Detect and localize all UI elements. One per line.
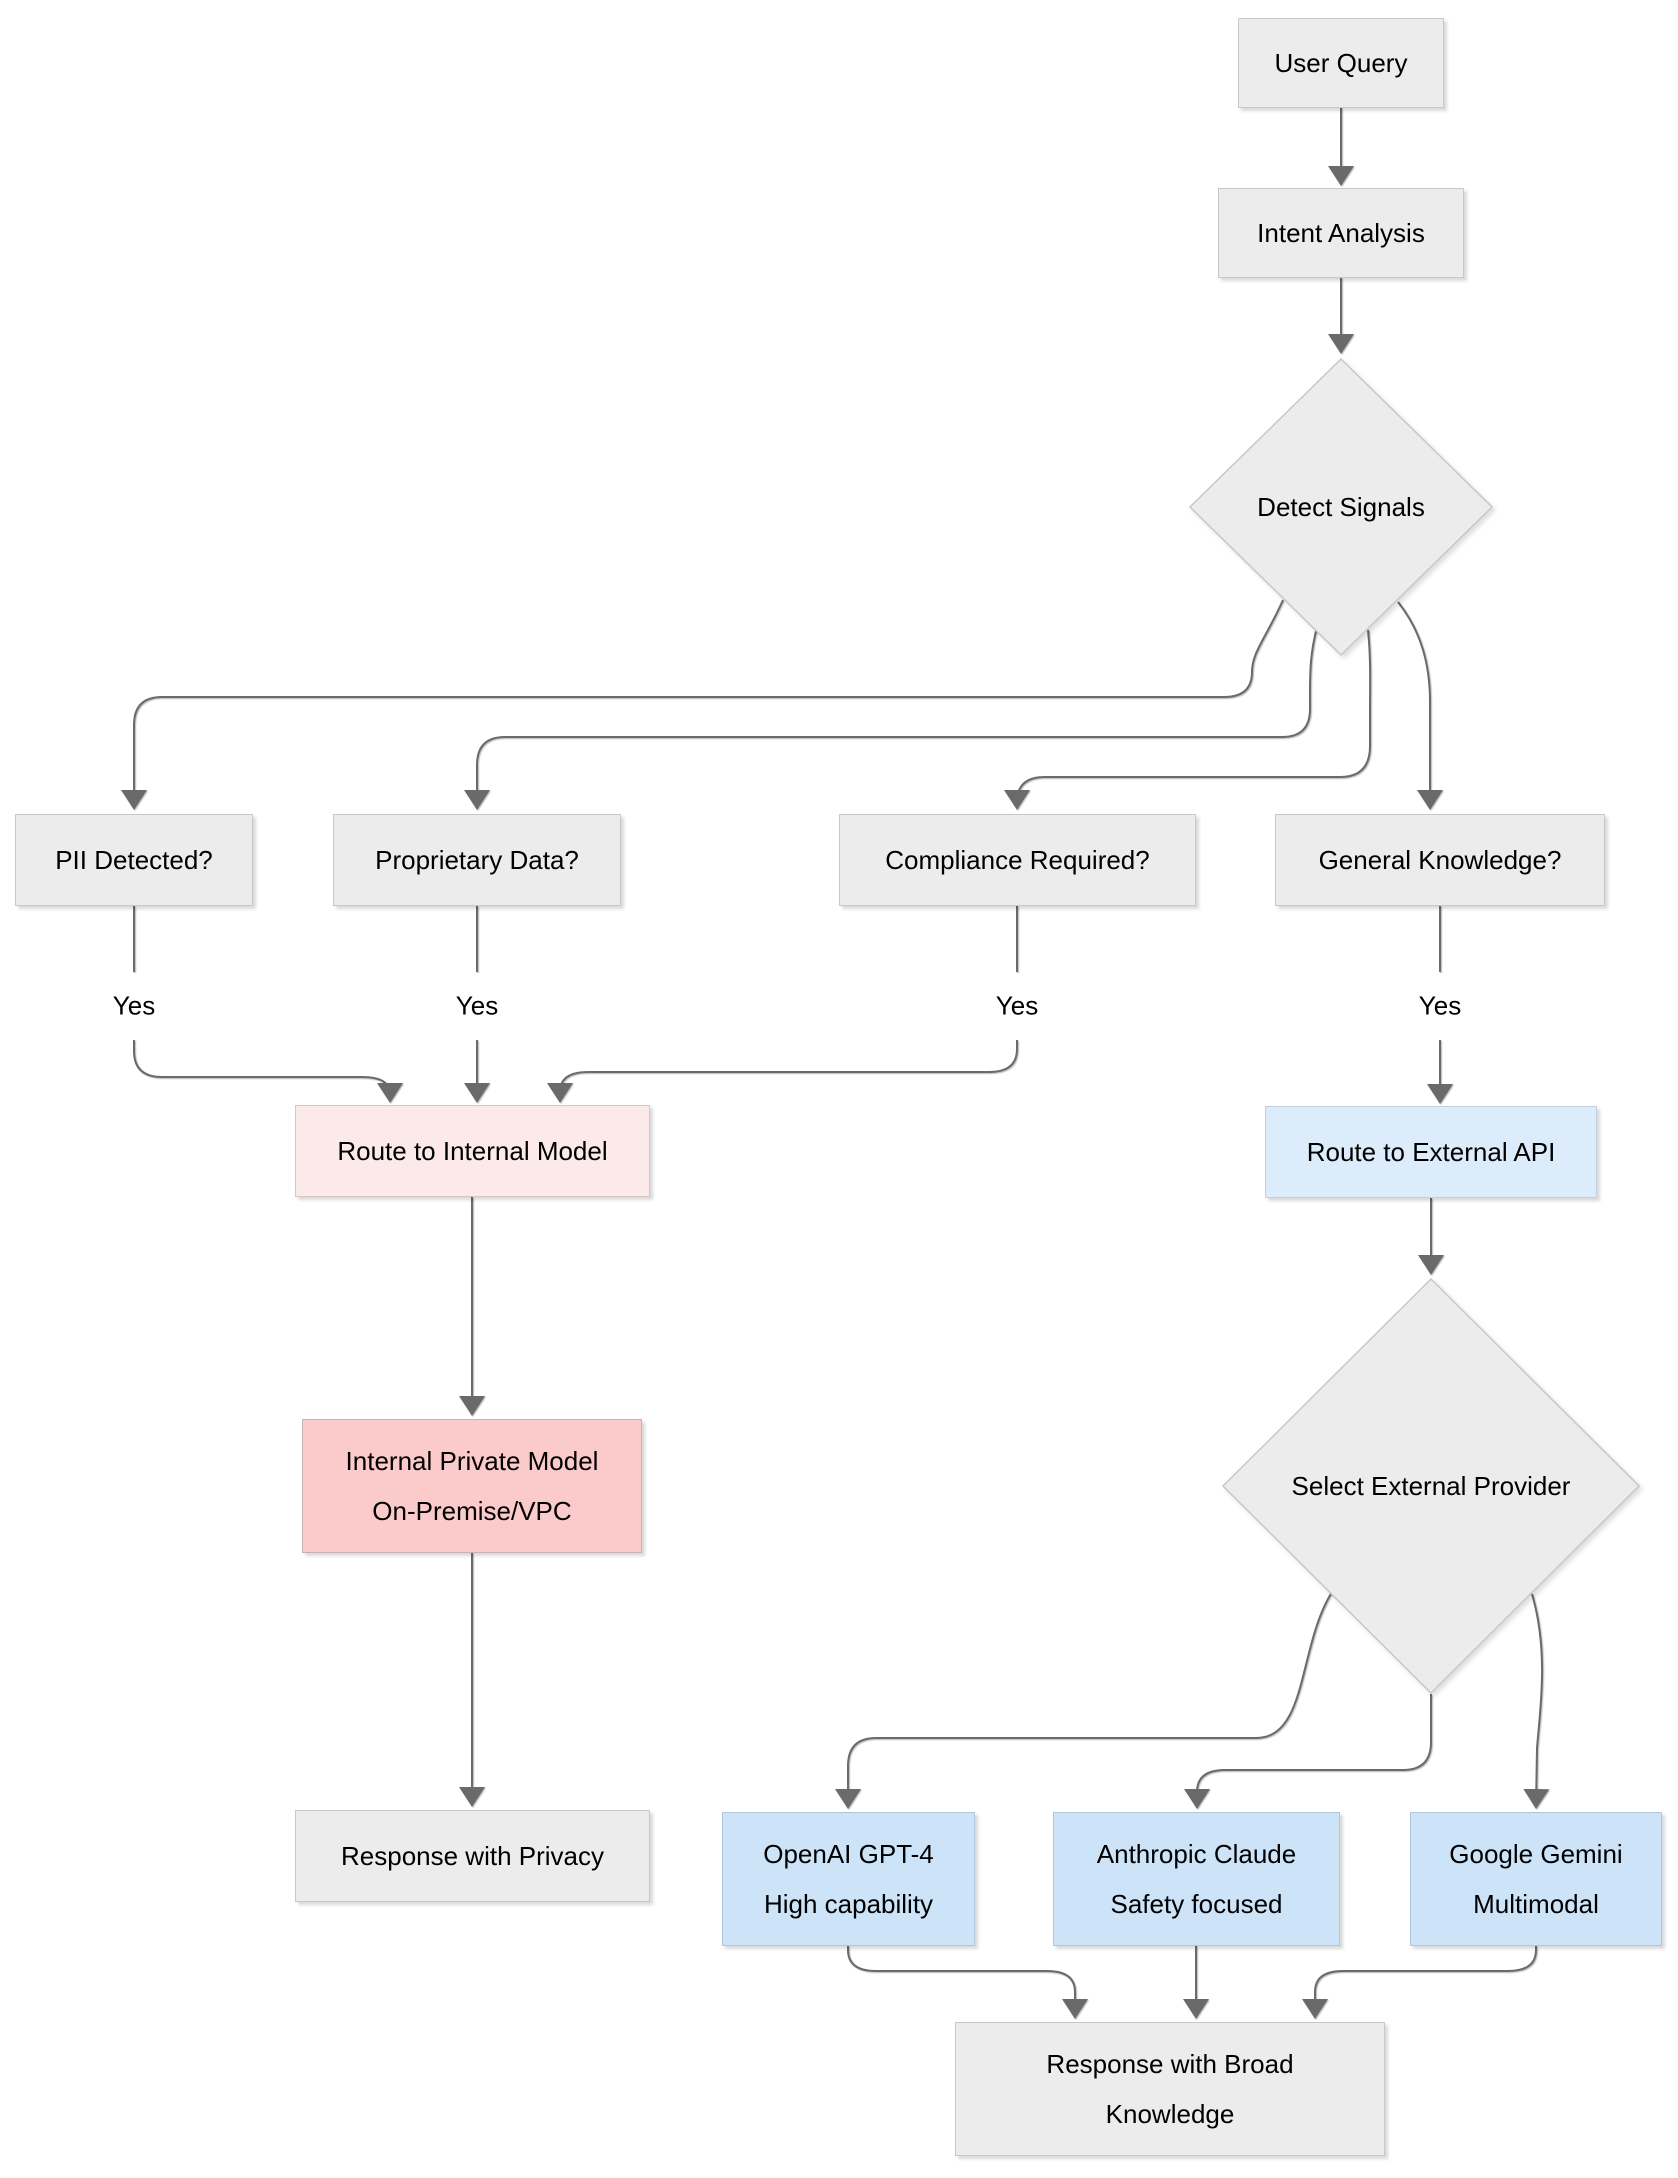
node-label: High capability <box>763 1889 934 1919</box>
node-pii-detected: PII Detected? <box>15 814 253 906</box>
node-intent-analysis: Intent Analysis <box>1218 188 1464 278</box>
edge-openai-to-response-broad <box>847 1946 1088 2019</box>
node-label: On-Premise/VPC <box>372 1496 572 1526</box>
node-label: Knowledge <box>1105 2099 1235 2129</box>
edge-label-proprietary-data: Yes <box>455 990 499 1021</box>
edge-pii-detected-to-route-internal <box>133 1040 403 1103</box>
edge-group <box>121 108 1550 2019</box>
node-label: Intent Analysis <box>1257 218 1425 248</box>
node-label: Response with Broad <box>1046 2049 1294 2079</box>
node-label: Anthropic Claude <box>1096 1839 1297 1869</box>
node-label: Route to External API <box>1306 1137 1556 1167</box>
node-general-knowledge: General Knowledge? <box>1275 814 1605 906</box>
edge-label-pii-detected: Yes <box>112 990 156 1021</box>
diamond-shape <box>1222 1278 1640 1694</box>
node-label: Select External Provider <box>1291 1470 1571 1501</box>
edge-detect-signals-to-pii-detected <box>121 599 1284 810</box>
node-label: Detect Signals <box>1257 491 1425 522</box>
edge-compliance-required-to-route-internal <box>547 1040 1018 1103</box>
decision-detect-signals: Detect Signals <box>1189 358 1493 656</box>
node-label: Multimodal <box>1473 1889 1599 1919</box>
node-compliance-required: Compliance Required? <box>839 814 1196 906</box>
edge-select-provider-to-google <box>1523 1593 1550 1809</box>
node-label: Compliance Required? <box>885 845 1150 875</box>
node-label: OpenAI GPT-4 <box>763 1839 934 1869</box>
node-label: Safety focused <box>1110 1889 1283 1919</box>
edge-label-compliance-required: Yes <box>995 990 1039 1021</box>
edge-select-provider-to-openai <box>835 1591 1333 1809</box>
decision-select-provider: Select External Provider <box>1222 1278 1640 1694</box>
node-label: Google Gemini <box>1449 1839 1623 1869</box>
node-label: General Knowledge? <box>1318 845 1562 875</box>
edge-select-provider-to-anthropic <box>1184 1694 1432 1809</box>
edge-detect-signals-to-compliance-required <box>1004 629 1372 810</box>
node-response-privacy: Response with Privacy <box>295 1810 650 1902</box>
edge-detect-signals-to-general-knowledge <box>1397 601 1443 810</box>
node-proprietary-data: Proprietary Data? <box>333 814 621 906</box>
edge-label-general-knowledge: Yes <box>1418 990 1462 1021</box>
node-route-internal: Route to Internal Model <box>295 1105 650 1197</box>
node-label: Response with Privacy <box>341 1841 604 1871</box>
node-label: PII Detected? <box>55 845 213 875</box>
node-label: Route to Internal Model <box>337 1136 608 1166</box>
node-label: User Query <box>1274 48 1408 78</box>
edge-detect-signals-to-proprietary-data <box>464 630 1317 810</box>
node-label: Internal Private Model <box>345 1446 599 1476</box>
diamond-shape <box>1189 358 1493 656</box>
node-user-query: User Query <box>1238 18 1444 108</box>
edge-google-to-response-broad <box>1302 1946 1537 2019</box>
node-label: Proprietary Data? <box>375 845 579 875</box>
node-route-external: Route to External API <box>1265 1106 1597 1198</box>
